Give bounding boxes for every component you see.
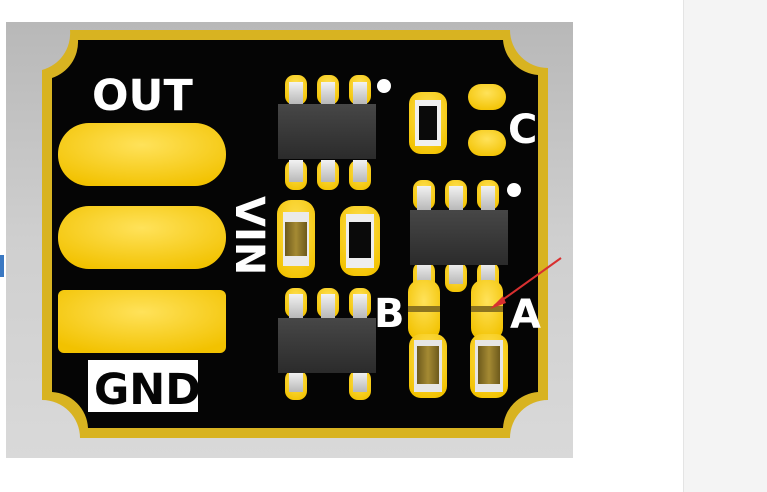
- label-gnd: GND: [94, 365, 201, 415]
- capacitor-middle: [340, 206, 380, 276]
- capacitor-bottom-left: [409, 334, 447, 398]
- gnd-label-background: [88, 360, 198, 412]
- ic-middle-right: [410, 180, 508, 292]
- capacitor-bottom-right: [470, 334, 508, 398]
- vin-pad: [58, 206, 226, 269]
- ic-bottom: [278, 288, 376, 400]
- pointer-arrow: [490, 257, 562, 309]
- pcb-render: OUT VIN GND C B A: [6, 22, 573, 458]
- label-vin-group: VIN: [226, 196, 272, 275]
- label-out: OUT: [92, 71, 193, 121]
- pin1-dot-right: [507, 183, 521, 197]
- c-pad-bottom: [468, 130, 506, 156]
- capacitor-vin-left: [277, 200, 315, 278]
- label-b: B: [374, 291, 405, 337]
- capacitor-top-right: [409, 92, 447, 154]
- label-vin: VIN: [226, 196, 272, 275]
- component-a: [471, 280, 503, 340]
- label-a: A: [510, 292, 541, 338]
- c-pad-top: [468, 84, 506, 110]
- component-b: [408, 280, 440, 340]
- label-c: C: [508, 107, 537, 153]
- left-edge-accent: [0, 255, 4, 277]
- gnd-pad: [58, 290, 226, 353]
- side-panel: [683, 0, 767, 492]
- out-pad: [58, 123, 226, 186]
- ic-top: [278, 75, 376, 190]
- pin1-dot-top: [377, 79, 391, 93]
